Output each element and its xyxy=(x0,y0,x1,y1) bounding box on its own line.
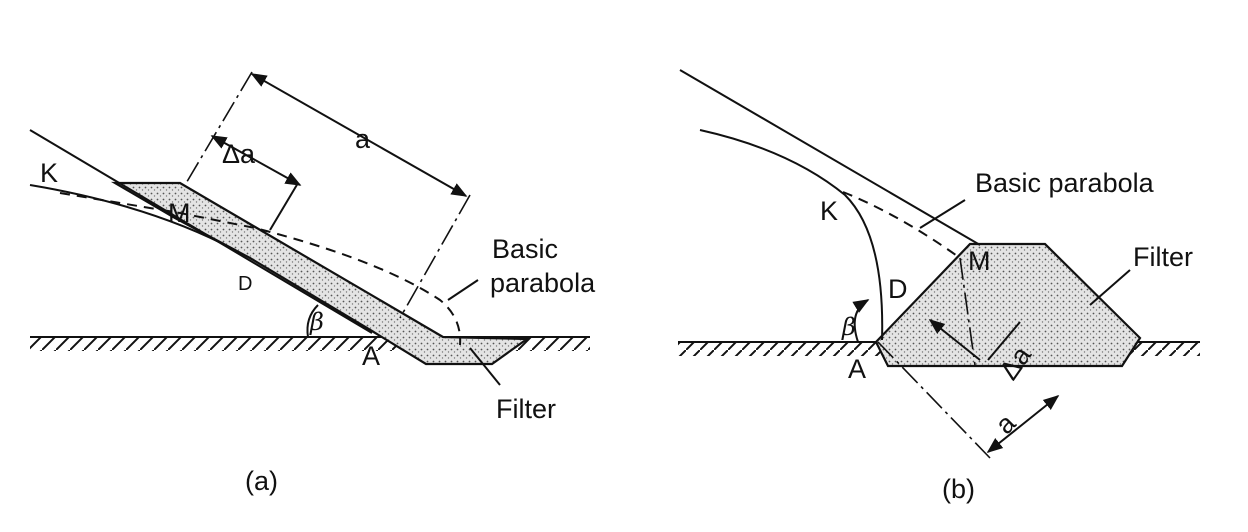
seepage-line xyxy=(29,184,236,251)
basic-parabola-curve xyxy=(842,191,961,259)
dimension-delta-a xyxy=(928,319,981,361)
label-a-point: A xyxy=(848,354,866,384)
label-delta-a: Δa xyxy=(222,139,256,169)
label-dimension-a: a xyxy=(355,124,371,154)
panel-b: K M D A β a Δa Basic parabola Filter (b) xyxy=(678,69,1200,504)
label-filter: Filter xyxy=(1133,242,1193,272)
label-k: K xyxy=(40,158,58,188)
filter-body xyxy=(874,242,1142,368)
dimension-delta-a xyxy=(210,135,302,186)
label-beta: β xyxy=(309,308,324,336)
beta-arc xyxy=(306,304,319,338)
panel-a: K M D A β a Δa Basic parabola Filter (a) xyxy=(29,71,596,496)
parabola-leader xyxy=(447,279,479,301)
label-basic-parabola: Basic parabola xyxy=(975,168,1155,198)
label-beta: β xyxy=(841,313,856,341)
caption-b: (b) xyxy=(942,474,975,504)
label-k: K xyxy=(820,196,838,226)
label-d: D xyxy=(238,273,252,295)
basic-parabola-curve xyxy=(59,192,462,346)
label-a-point: A xyxy=(362,341,380,371)
label-m: M xyxy=(168,198,191,228)
dimension-tick xyxy=(269,182,299,231)
label-filter: Filter xyxy=(496,394,556,424)
slope-face xyxy=(29,129,373,334)
label-dimension-a: a xyxy=(989,407,1022,440)
label-m: M xyxy=(968,246,991,276)
label-d: D xyxy=(888,274,908,304)
label-basic: Basic xyxy=(492,234,558,264)
dimension-extension xyxy=(877,341,991,459)
dimension-tick xyxy=(987,321,1021,361)
dimension-extension xyxy=(184,71,253,186)
beta-arc xyxy=(852,299,870,343)
slope-face xyxy=(679,69,981,246)
parabola-leader xyxy=(919,199,966,229)
dimension-extension xyxy=(399,194,471,319)
seepage-line xyxy=(699,129,884,341)
filter-leader xyxy=(1089,269,1131,306)
dimension-a xyxy=(986,395,1060,453)
caption-a: (a) xyxy=(245,466,278,496)
filter-leader xyxy=(469,347,501,386)
dimension-extension xyxy=(959,257,976,366)
dimension-a xyxy=(250,73,468,197)
label-parabola: parabola xyxy=(490,268,596,298)
